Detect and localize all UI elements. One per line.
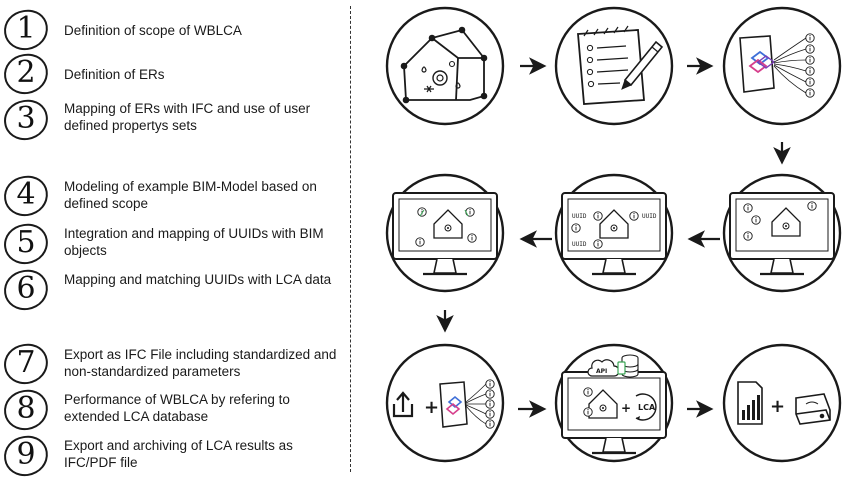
- info-icon: [485, 399, 495, 409]
- bar-report-icon: [737, 381, 763, 425]
- upload-icon: [392, 391, 414, 418]
- uuid-tag: UUID: [572, 213, 587, 220]
- step-6-label: Mapping and matching UUIDs with LCA data: [64, 272, 332, 287]
- info-icon: [571, 223, 581, 233]
- step-4: 4 Modeling of example BIM-Model based on…: [0, 173, 345, 219]
- node-wblca-performance: API + LCA: [554, 343, 674, 463]
- info-icon: [593, 211, 603, 221]
- step-7-number: 7: [16, 345, 36, 380]
- uuid-tag: UUID: [642, 213, 657, 220]
- step-8-number: 8: [16, 391, 36, 426]
- info-icon: [751, 215, 761, 225]
- node-uuid-integration: UUID UUID UUID: [554, 173, 674, 293]
- info-icon: [417, 207, 427, 217]
- info-icon: [593, 239, 603, 249]
- node-bim-model: [722, 173, 842, 293]
- info-icon: [805, 66, 815, 76]
- info-icon: [629, 211, 639, 221]
- dashed-divider: [350, 6, 351, 472]
- node-lca-matching: [385, 173, 505, 293]
- step-1: 1 Definition of scope of WBLCA: [0, 7, 345, 53]
- step-8-label: Performance of WBLCA by refering to exte…: [64, 392, 290, 424]
- info-icon: [485, 389, 495, 399]
- match-marks: [419, 209, 469, 217]
- step-6: 6 Mapping and matching UUIDs with LCA da…: [0, 267, 345, 313]
- info-icon: [485, 409, 495, 419]
- node-ifc-mapping: [722, 6, 842, 126]
- step-3: 3 Mapping of ERs with IFC and use of use…: [0, 97, 345, 143]
- info-icon: [743, 231, 753, 241]
- info-icon: [743, 203, 753, 213]
- step-9-label: Export and archiving of LCA results as I…: [64, 438, 293, 470]
- step-5-number: 5: [16, 225, 36, 260]
- mapping-lines: [773, 37, 807, 94]
- api-cloud-icon: API: [587, 359, 620, 377]
- info-icon: [415, 237, 425, 247]
- ifc-document-icon: [739, 35, 776, 93]
- step-2-label: Definition of ERs: [64, 67, 165, 82]
- archive-drive-icon: [795, 393, 831, 425]
- info-icon: [805, 88, 815, 98]
- step-6-number: 6: [16, 271, 36, 306]
- step-5-label: Integration and mapping of UUIDs with BI…: [64, 226, 324, 258]
- info-icon: [805, 33, 815, 43]
- info-icon: [485, 419, 495, 429]
- plus-icon: +: [424, 397, 439, 418]
- plus-icon: +: [621, 401, 631, 415]
- plus-icon: +: [770, 396, 785, 417]
- checklist-icon: [577, 25, 645, 105]
- battery-icon: [617, 361, 626, 375]
- lca-label: LCA: [638, 403, 656, 412]
- step-5: 5 Integration and mapping of UUIDs with …: [0, 221, 345, 267]
- step-8: 8 Performance of WBLCA by refering to ex…: [0, 387, 345, 433]
- building-scope-icon: [400, 26, 488, 104]
- info-icon: [485, 379, 495, 389]
- step-2-number: 2: [16, 55, 36, 90]
- lca-cycle-icon: LCA: [635, 393, 657, 421]
- node-results-archive: +: [722, 343, 842, 463]
- step-2: 2 Definition of ERs: [0, 51, 345, 97]
- step-3-number: 3: [16, 101, 36, 136]
- step-7-label: Export as IFC File including standardize…: [64, 347, 337, 379]
- step-4-number: 4: [16, 177, 36, 212]
- step-1-number: 1: [16, 11, 36, 46]
- uuid-tag: UUID: [572, 241, 587, 248]
- info-icon: [805, 44, 815, 54]
- node-scope-building: [385, 6, 505, 126]
- step-3-label: Mapping of ERs with IFC and use of user …: [64, 101, 311, 133]
- step-9: 9 Export and archiving of LCA results as…: [0, 433, 345, 479]
- api-label: API: [596, 368, 607, 375]
- info-icon: [805, 55, 815, 65]
- info-icon: [805, 77, 815, 87]
- info-icon: [583, 407, 593, 417]
- step-1-label: Definition of scope of WBLCA: [64, 23, 242, 38]
- info-icon: [583, 387, 593, 397]
- node-ifc-export: +: [385, 343, 505, 463]
- node-checklist: [554, 6, 674, 126]
- step-4-label: Modeling of example BIM-Model based on d…: [64, 179, 317, 211]
- step-9-number: 9: [16, 437, 36, 472]
- step-7: 7 Export as IFC File including standardi…: [0, 341, 345, 387]
- pen-icon: [621, 40, 664, 90]
- info-icon: [807, 201, 817, 211]
- info-icon: [467, 233, 477, 243]
